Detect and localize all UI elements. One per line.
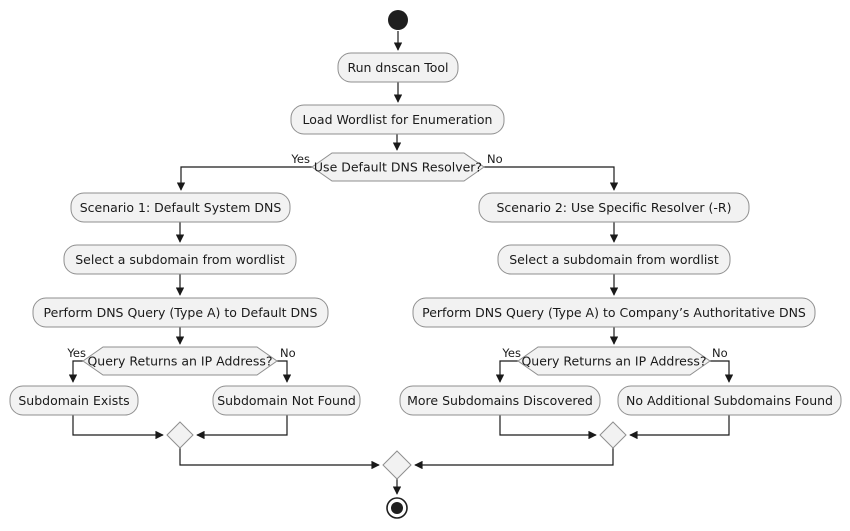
edge-not-found-to-merge-left (196, 415, 288, 440)
activity-scenario2: Scenario 2: Use Specific Resolver (-R) (478, 192, 750, 223)
activity-run-dnscan-label: Run dnscan Tool (347, 60, 448, 75)
edge-merge-right-to-merge-center (414, 448, 614, 470)
edge-label-ip-right-no: No (712, 346, 728, 360)
activity-no-additional-subdomains-shape (617, 385, 842, 416)
activity-load-wordlist-shape (290, 104, 505, 135)
decision-query-returns-ip-right-label: Query Returns an IP Address? (521, 354, 706, 369)
edge-ip-right-yes-to-more (495, 360, 518, 383)
activity-select-subdomain-1-label: Select a subdomain from wordlist (75, 252, 285, 267)
activity-scenario1: Scenario 1: Default System DNS (70, 192, 291, 223)
merge-node-left (166, 421, 194, 449)
activity-subdomain-not-found-shape (212, 385, 361, 416)
activity-select-subdomain-2-shape (497, 244, 731, 275)
merge-node-center (382, 450, 412, 480)
edge-no-additional-to-merge-right (629, 415, 730, 440)
edge-ip-left-yes-to-exists (68, 360, 83, 383)
activity-subdomain-exists: Subdomain Exists (9, 385, 139, 416)
decision-query-returns-ip-left-shape (82, 346, 278, 376)
activity-load-wordlist: Load Wordlist for Enumeration (290, 104, 505, 135)
activity-subdomain-not-found-label: Subdomain Not Found (217, 393, 356, 408)
activity-dns-query-default: Perform DNS Query (Type A) to Default DN… (32, 297, 329, 328)
edge-label-ip-left-yes: Yes (66, 346, 86, 360)
activity-more-subdomains-label: More Subdomains Discovered (407, 393, 593, 408)
activity-subdomain-exists-shape (9, 385, 139, 416)
edge-more-to-merge-right (499, 415, 597, 440)
start-node (388, 10, 408, 30)
edge-label-resolver-yes: Yes (290, 152, 310, 166)
decision-use-default-resolver-shape (311, 152, 485, 182)
activity-scenario2-label: Scenario 2: Use Specific Resolver (-R) (497, 200, 732, 215)
edge-resolver-yes-to-scenario1 (176, 166, 312, 191)
activity-select-subdomain-2: Select a subdomain from wordlist (497, 244, 731, 275)
decision-query-returns-ip-left-label: Query Returns an IP Address? (87, 354, 272, 369)
activity-dns-query-authoritative-shape (412, 297, 816, 328)
edge-resolver-no-to-scenario2 (484, 166, 619, 191)
decision-use-default-resolver-label: Use Default DNS Resolver? (314, 160, 482, 175)
decision-use-default-resolver: Use Default DNS Resolver? (311, 152, 485, 182)
activity-select-subdomain-2-label: Select a subdomain from wordlist (509, 252, 719, 267)
activity-scenario1-label: Scenario 1: Default System DNS (80, 200, 282, 215)
activity-dns-query-default-shape (32, 297, 329, 328)
edge-exists-to-merge-left (72, 415, 164, 440)
edge-merge-left-to-merge-center (179, 448, 380, 470)
activity-no-additional-subdomains-label: No Additional Subdomains Found (626, 393, 833, 408)
activity-load-wordlist-label: Load Wordlist for Enumeration (303, 112, 493, 127)
activity-more-subdomains: More Subdomains Discovered (399, 385, 601, 416)
edge-ip-right-no-to-no-additional (710, 360, 734, 383)
activity-scenario1-shape (70, 192, 291, 223)
activity-select-subdomain-1: Select a subdomain from wordlist (63, 244, 297, 275)
activity-more-subdomains-shape (399, 385, 601, 416)
activity-select-subdomain-1-shape (63, 244, 297, 275)
activity-run-dnscan-shape (337, 52, 459, 83)
end-node-dot (391, 502, 403, 514)
decision-query-returns-ip-right: Query Returns an IP Address? (517, 346, 711, 376)
end-node (386, 497, 408, 519)
activity-no-additional-subdomains: No Additional Subdomains Found (617, 385, 842, 416)
activity-subdomain-exists-label: Subdomain Exists (18, 393, 129, 408)
decision-query-returns-ip-left: Query Returns an IP Address? (82, 346, 278, 376)
edge-label-ip-right-yes: Yes (501, 346, 521, 360)
activity-dns-query-authoritative-label: Perform DNS Query (Type A) to Company’s … (422, 305, 806, 320)
merge-node-right (599, 421, 627, 449)
decision-query-returns-ip-right-shape (517, 346, 711, 376)
edge-label-ip-left-no: No (280, 346, 296, 360)
activity-scenario2-shape (478, 192, 750, 223)
activity-run-dnscan: Run dnscan Tool (337, 52, 459, 83)
activity-dns-query-authoritative: Perform DNS Query (Type A) to Company’s … (412, 297, 816, 328)
edge-label-resolver-no: No (487, 152, 503, 166)
edge-ip-left-no-to-not-found (277, 360, 292, 383)
activity-dns-query-default-label: Perform DNS Query (Type A) to Default DN… (44, 305, 318, 320)
activity-subdomain-not-found: Subdomain Not Found (212, 385, 361, 416)
